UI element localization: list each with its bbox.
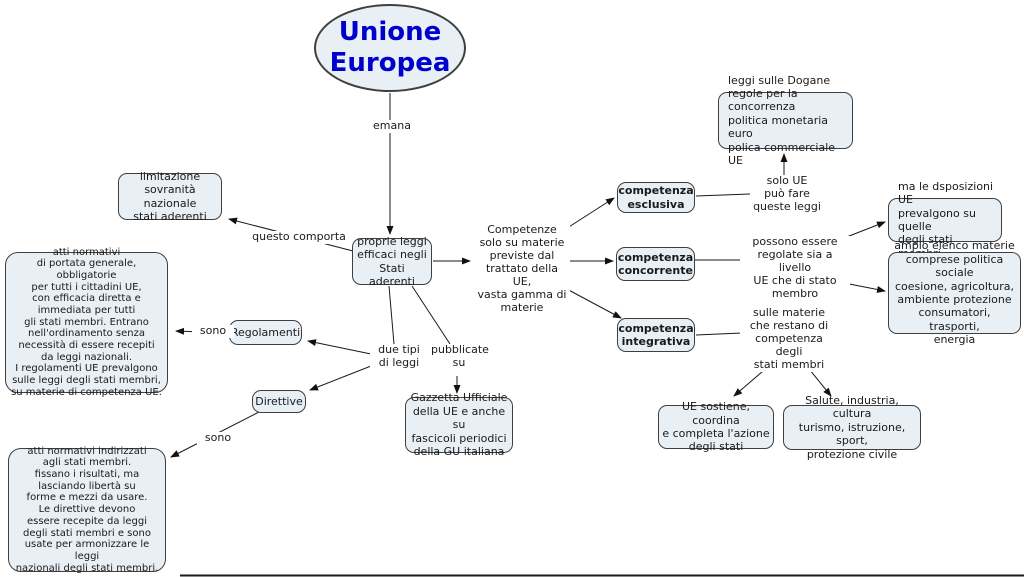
node-limitazione-sovranita[interactable]: limitazione sovranità nazionale stati ad… bbox=[118, 170, 222, 223]
node-competenza-esclusiva[interactable]: competenza esclusiva bbox=[617, 182, 695, 213]
node-regolamenti[interactable]: Regolamenti bbox=[229, 320, 302, 345]
node-proprie-leggi[interactable]: proprie leggi efficaci negli Stati adere… bbox=[352, 235, 432, 288]
node-ampio-elenco-materie[interactable]: ampio elenco materie comprese politica s… bbox=[888, 239, 1021, 346]
link-label-competenze[interactable]: Competenze solo su materie previste dal … bbox=[474, 223, 570, 315]
node-atti-normativi-regolamenti[interactable]: atti normativi di portata generale, obbl… bbox=[5, 247, 168, 398]
link-label-solo-ue[interactable]: solo UE può fare queste leggi bbox=[750, 174, 824, 214]
node-unione-europea[interactable]: Unione Europea bbox=[314, 4, 466, 92]
node-leggi-dogane[interactable]: leggi sulle Dogane regole per la concorr… bbox=[718, 74, 853, 167]
link-label-questo-comporta[interactable]: questo comporta bbox=[249, 230, 349, 244]
link-label-sulle-materie[interactable]: sulle materie che restano di competenza … bbox=[740, 306, 838, 372]
node-competenza-concorrente[interactable]: competenza concorrente bbox=[616, 247, 695, 281]
node-salute-industria[interactable]: Salute, industria, cultura turismo, istr… bbox=[783, 394, 921, 461]
node-disposizioni-ue[interactable]: ma le dsposizioni UE prevalgono su quell… bbox=[888, 180, 1002, 260]
link-label-due-tipi[interactable]: due tipi di leggi bbox=[370, 343, 428, 370]
node-direttive[interactable]: Direttive bbox=[252, 390, 306, 413]
node-ue-sostiene[interactable]: UE sostiene, coordina e completa l'azion… bbox=[658, 400, 774, 453]
link-label-sono-regolamenti[interactable]: sono bbox=[192, 324, 234, 338]
node-gazzetta-ufficiale[interactable]: Gazzetta Ufficiale della UE e anche su f… bbox=[405, 391, 513, 458]
node-competenza-integrativa[interactable]: competenza integrativa bbox=[617, 318, 695, 352]
node-atti-normativi-direttive[interactable]: atti normativi indirizzati agli stati me… bbox=[8, 446, 166, 574]
link-label-possono-essere[interactable]: possono essere regolate sia a livello UE… bbox=[740, 235, 850, 301]
link-label-pubblicate-su[interactable]: pubblicate su bbox=[429, 343, 489, 370]
link-label-emana[interactable]: emana bbox=[360, 119, 424, 133]
link-label-sono-direttive[interactable]: sono bbox=[197, 431, 239, 445]
